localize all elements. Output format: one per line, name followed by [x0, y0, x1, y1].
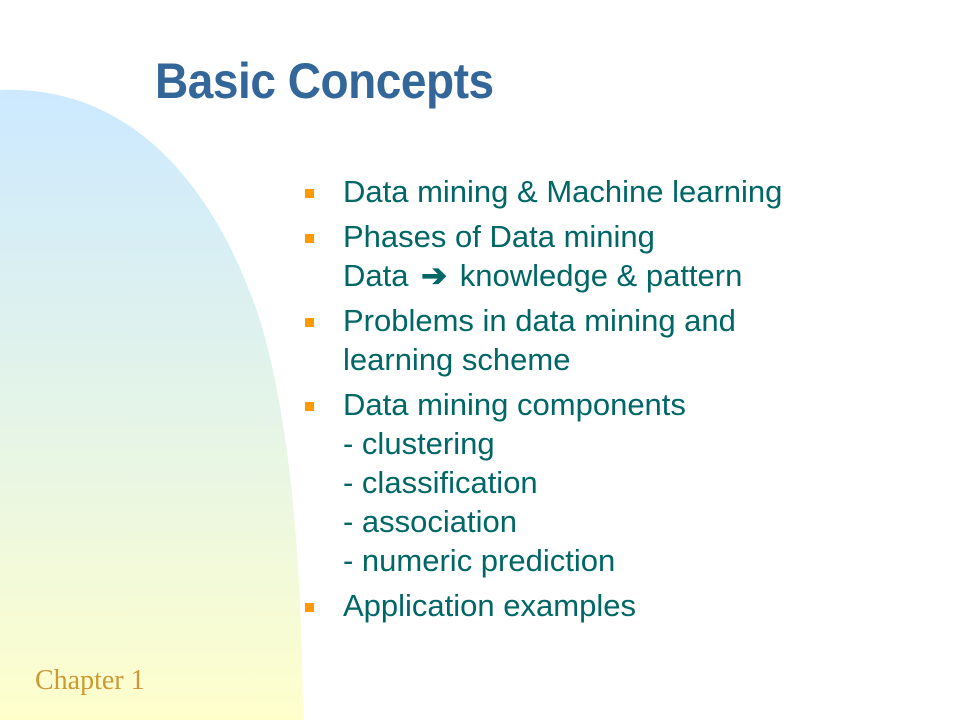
bullet-subline: - clustering	[343, 426, 495, 461]
chapter-footer: Chapter 1	[35, 665, 145, 696]
bullet-list: Data mining & Machine learning Phases of…	[305, 172, 945, 631]
square-bullet-icon	[305, 318, 314, 327]
arrow-line-before: Data	[343, 258, 409, 293]
right-arrow-icon: ➔	[421, 258, 448, 293]
bullet-text-arrow-line: Data ➔ knowledge & pattern	[343, 256, 945, 295]
bullet-text: Application examples	[343, 588, 636, 623]
square-bullet-icon	[305, 402, 314, 411]
bullet-item: Phases of Data mining Data ➔ knowledge &…	[305, 217, 945, 295]
bullet-item: Problems in data mining and learning sch…	[305, 301, 945, 379]
bullet-text: learning scheme	[343, 342, 571, 377]
bullet-text: Phases of Data mining	[343, 219, 655, 254]
bullet-item: Data mining & Machine learning	[305, 172, 945, 211]
bullet-text: Problems in data mining and	[343, 303, 736, 338]
bullet-text: Data mining & Machine learning	[343, 174, 783, 209]
bullet-subline: - numeric prediction	[343, 543, 616, 578]
square-bullet-icon	[305, 603, 314, 612]
arrow-line-after: knowledge & pattern	[459, 258, 743, 293]
square-bullet-icon	[305, 189, 314, 198]
bullet-text: Data mining components	[343, 387, 686, 422]
bullet-subline: - classification	[343, 465, 538, 500]
bullet-subline: - association	[343, 504, 518, 539]
bullet-item: Data mining components - clustering - cl…	[305, 385, 945, 580]
bullet-item: Application examples	[305, 586, 945, 625]
square-bullet-icon	[305, 234, 314, 243]
slide-title: Basic Concepts	[155, 53, 494, 109]
